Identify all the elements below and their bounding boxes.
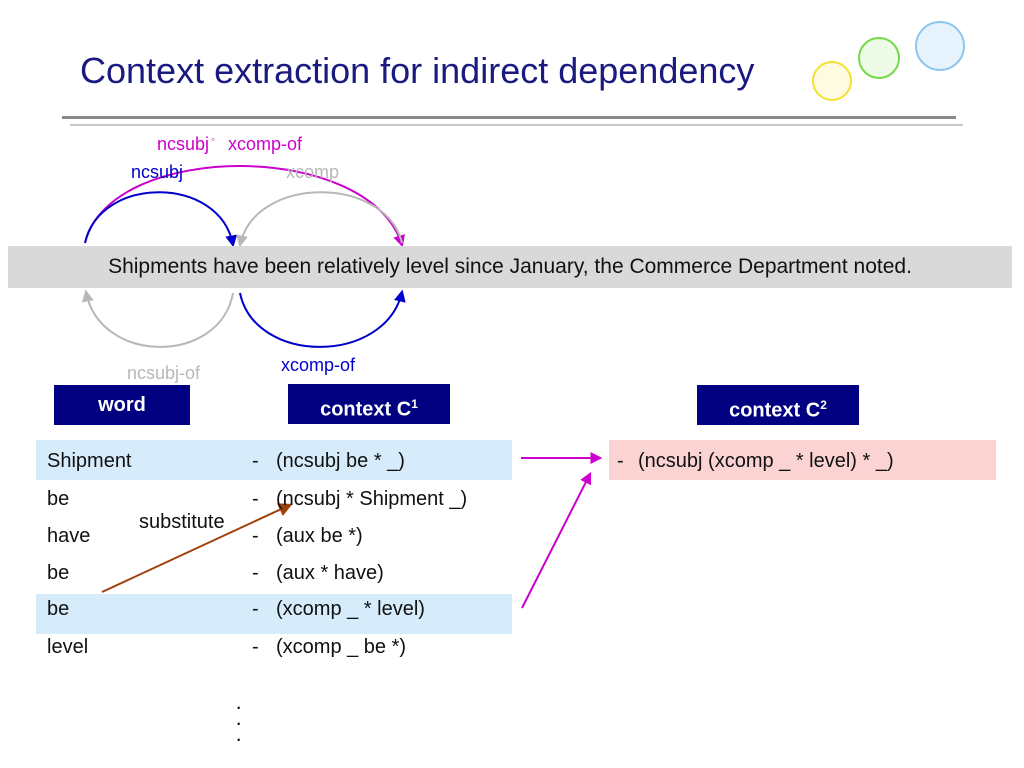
row-5-context: (xcomp _ be *): [276, 636, 407, 658]
example-sentence: Shipments have been relatively level sin…: [8, 246, 1012, 288]
row-2-word: have: [47, 525, 91, 547]
header-word-label: word: [98, 394, 146, 416]
arc-xcomp-of: [239, 289, 406, 348]
arc-label-xcomp: xcomp: [286, 162, 340, 182]
arc-label-xcomp-of: xcomp-of: [281, 355, 356, 375]
row-5-word: level: [47, 636, 89, 658]
row-highlight-be: [36, 594, 512, 634]
header-context-c1: context C1: [288, 384, 450, 424]
header-context-c1-label: context C: [320, 398, 412, 421]
page-title: Context extraction for indirect dependen…: [80, 50, 755, 91]
arrow-be-to-c2: [521, 471, 592, 609]
substitute-label: substitute: [139, 511, 225, 533]
row-4-word: be: [47, 598, 70, 620]
row-0-word: Shipment: [47, 450, 132, 472]
header-context-c2: context C2: [697, 385, 859, 425]
row-highlight-shipment: [36, 440, 512, 480]
blue-circle-decoration: [915, 21, 965, 71]
yellow-circle-decoration: [812, 61, 852, 101]
row-1-word: be: [47, 488, 70, 510]
row-2-dash: -: [252, 525, 259, 547]
c2-dash: -: [617, 450, 624, 472]
row-1-context: (ncsubj * Shipment _): [276, 488, 468, 510]
row-1-dash: -: [252, 488, 259, 510]
green-circle-decoration: [858, 37, 900, 79]
substitute-arrow: [101, 503, 293, 593]
header-context-c2-sup: 2: [820, 398, 827, 412]
composition-operator: ◦: [211, 134, 215, 146]
row-0-context: (ncsubj be * _): [276, 450, 405, 472]
title-rule-dark: [62, 116, 956, 119]
row-2-context: (aux be *): [276, 525, 363, 547]
arc-label-ncsubj-of: ncsubj-of: [127, 363, 201, 383]
ellipsis-dot-1: ·: [235, 694, 243, 719]
row-3-word: be: [47, 562, 70, 584]
arc-label-combined-ncsubj: ncsubj: [157, 134, 210, 154]
context-c2-box: [609, 440, 996, 480]
header-word: word: [54, 385, 190, 425]
ellipsis-dot-3: ·: [235, 726, 243, 751]
arc-ncsubj-of: [81, 289, 234, 348]
row-4-context: (xcomp _ * level): [276, 598, 425, 620]
header-context-c1-sup: 1: [411, 397, 418, 411]
ellipsis-dot-2: ·: [235, 710, 243, 735]
arc-label-combined-xcomp-of: xcomp-of: [227, 134, 302, 154]
arc-xcomp: [236, 191, 403, 248]
ellipsis: · · ·: [235, 694, 243, 751]
row-4-dash: -: [252, 598, 259, 620]
arc-label-ncsubj: ncsubj: [131, 162, 184, 182]
row-3-dash: -: [252, 562, 259, 584]
header-context-c2-label: context C: [729, 399, 821, 422]
row-0-dash: -: [252, 450, 259, 472]
arc-label-combined: ncsubj◦ xcomp-of: [157, 134, 302, 155]
row-3-context: (aux * have): [276, 562, 384, 584]
c2-context: (ncsubj (xcomp _ * level) * _): [638, 450, 894, 472]
title-rule-light: [70, 124, 963, 126]
row-5-dash: -: [252, 636, 259, 658]
arc-ncsubj: [84, 191, 238, 248]
